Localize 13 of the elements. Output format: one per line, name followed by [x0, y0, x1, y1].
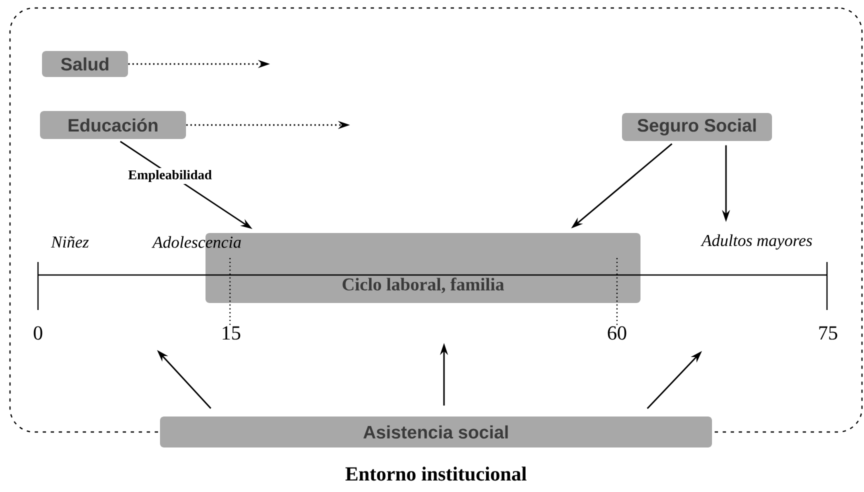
life-stage-label: Adolescencia — [152, 236, 241, 248]
edge-label: Empleabilidad — [126, 168, 214, 184]
age-tick-label: 60 — [608, 326, 626, 340]
category-box: Seguro Social — [622, 113, 772, 141]
age-tick-label: 75 — [819, 326, 838, 340]
age-tick-label: 15 — [222, 326, 240, 340]
life-stage-label: Adultos mayores — [700, 234, 812, 250]
category-box: Salud — [42, 51, 128, 77]
node-label: Entorno institucional — [345, 466, 526, 481]
life-stage-label: Niñez — [50, 236, 89, 248]
category-box: Educación — [40, 111, 186, 139]
age-tick-label: 0 — [34, 326, 42, 340]
category-box: Asistencia social — [160, 416, 712, 448]
